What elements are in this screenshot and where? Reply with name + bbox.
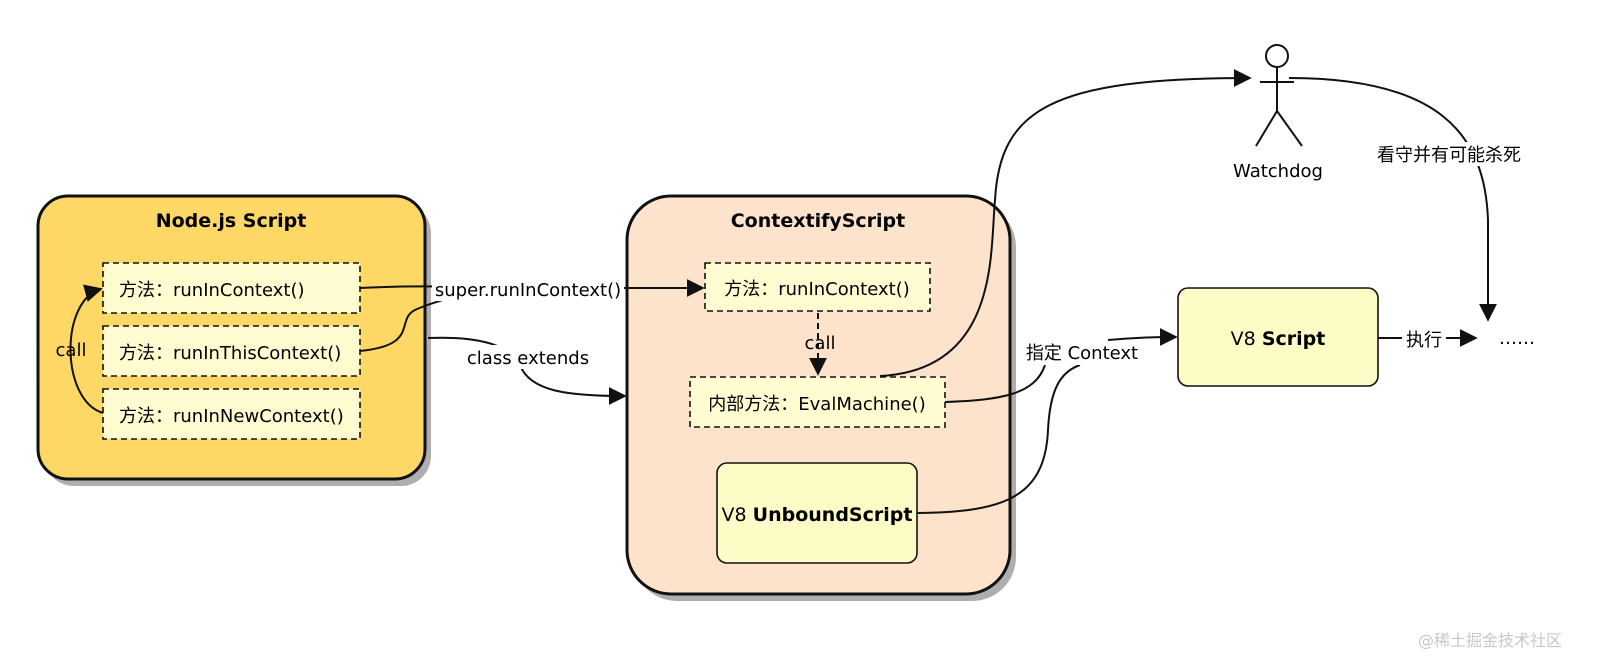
contextify-call-label: call [805, 333, 836, 354]
unbound-script-to-context-line [916, 364, 1081, 514]
node-script-title: Node.js Script [156, 210, 307, 232]
node-method-label: 方法：runInContext() [119, 280, 305, 301]
specify-context-label: 指定 Context [1026, 343, 1138, 364]
node-method-run-in-context: 方法：runInContext() [102, 262, 361, 314]
specify-context-arrow [1107, 328, 1178, 347]
v8-unbound-script-label: V8 UnboundScript [722, 504, 913, 526]
ellipsis: …… [1499, 328, 1535, 349]
contextify-method-label: 方法：runInContext() [724, 279, 910, 300]
node-method-label: 方法：runInThisContext() [119, 343, 341, 364]
class-extends-label: class extends [467, 348, 589, 369]
node-call-label: call [56, 340, 87, 361]
super-call-label: super.runInContext() [435, 280, 621, 301]
v8-script-box: V8 Script [1177, 287, 1379, 387]
eval-machine-to-watchdog-arrow [879, 69, 1252, 377]
watch-kill-label: 看守并有可能杀死 [1377, 145, 1521, 166]
eval-machine-label: 内部方法：EvalMachine() [708, 394, 925, 415]
execute-label: 执行 [1406, 330, 1442, 351]
node-method-run-in-this-context: 方法：runInThisContext() [102, 325, 361, 377]
node-method-run-in-new-context: 方法：runInNewContext() [102, 388, 361, 440]
contextify-script-title: ContextifyScript [731, 210, 906, 232]
v8-script-label: V8 Script [1231, 328, 1326, 350]
watchdog-label: Watchdog [1233, 161, 1323, 182]
node-method-label: 方法：runInNewContext() [119, 406, 344, 427]
watermark: @稀土掘金技术社区 [1418, 631, 1562, 650]
watchdog-kill-arrow [1288, 77, 1497, 322]
contextify-method-run-in-context: 方法：runInContext() [704, 262, 931, 312]
node-call-arrow [69, 284, 104, 414]
watchdog-actor-icon [1255, 44, 1303, 147]
v8-unbound-script-box: V8 UnboundScript [716, 462, 918, 564]
eval-machine-to-context-line [944, 364, 1046, 403]
eval-machine-method: 内部方法：EvalMachine() [689, 376, 946, 428]
